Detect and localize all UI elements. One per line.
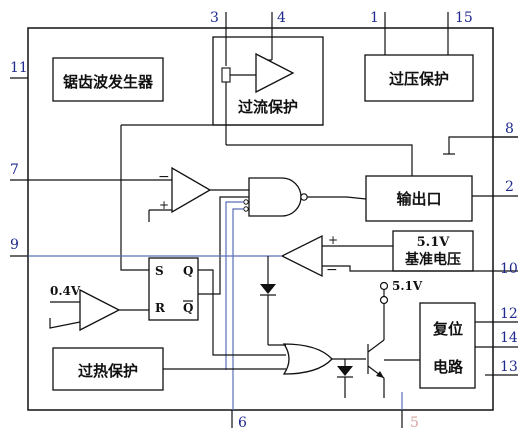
overcurrent-box <box>212 36 324 126</box>
zener-diode-output <box>337 366 353 376</box>
sr-qbar-label: Q <box>183 301 193 315</box>
pin-8: 8 <box>505 121 514 137</box>
sr-s-label: S <box>155 264 164 278</box>
output-port-label: 输出口 <box>396 190 441 208</box>
pin-1: 1 <box>370 10 379 26</box>
pin-3: 3 <box>210 10 219 26</box>
sr-r-label: R <box>155 301 166 315</box>
pin-4: 4 <box>277 10 286 26</box>
pin-12: 12 <box>500 306 518 322</box>
pin-7: 7 <box>10 162 19 178</box>
error-comparator <box>171 166 212 214</box>
ref-minus-label: − <box>326 262 338 278</box>
zener-diode-ref <box>260 284 276 294</box>
pin-2: 2 <box>505 179 514 195</box>
overcurrent-label: 过流保护 <box>238 98 298 116</box>
pin-14: 14 <box>500 330 518 346</box>
overcurrent-comparator <box>255 52 295 94</box>
reference-voltage-value: 5.1V <box>417 235 451 250</box>
output-port-box <box>365 175 473 222</box>
cmp-plus-label: + <box>159 198 169 212</box>
reference-voltage-label: 基准电压 <box>405 251 461 268</box>
ref-plus-label: + <box>328 233 338 247</box>
nand-inversion-bubble <box>300 193 308 201</box>
v51-source-terminal <box>379 281 389 291</box>
reference-comparator <box>280 234 323 278</box>
pin-11: 11 <box>10 60 28 76</box>
overcurrent-sense-resistor <box>221 67 231 83</box>
sr-latch-box <box>148 257 199 321</box>
v04-comparator <box>79 288 121 332</box>
nand-gate <box>248 177 302 217</box>
cmp-minus-label: − <box>158 169 170 185</box>
sawtooth-generator-box <box>52 57 164 102</box>
pin-10: 10 <box>500 261 518 277</box>
pin-5: 5 <box>410 415 419 431</box>
or-gate <box>282 343 333 375</box>
overheat-label: 过热保护 <box>78 362 138 380</box>
ic-outline <box>27 27 494 411</box>
pin-stubs <box>10 12 518 428</box>
sr-q-label: Q <box>183 264 193 278</box>
v04-label: 0.4V <box>50 284 81 298</box>
reset-label-2: 电路 <box>433 358 464 376</box>
overvoltage-label: 过压保护 <box>389 70 449 88</box>
reset-circuit-box <box>419 302 476 389</box>
v51-label: 5.1V <box>392 279 423 293</box>
pin-9: 9 <box>10 237 19 253</box>
overvoltage-box <box>364 54 474 102</box>
sawtooth-generator-label: 锯齿波发生器 <box>63 73 154 91</box>
pin-6: 6 <box>238 415 247 431</box>
pin-15: 15 <box>455 10 473 26</box>
reset-label-1: 复位 <box>432 320 463 338</box>
pin-13: 13 <box>500 359 518 375</box>
overheat-box <box>52 347 164 391</box>
